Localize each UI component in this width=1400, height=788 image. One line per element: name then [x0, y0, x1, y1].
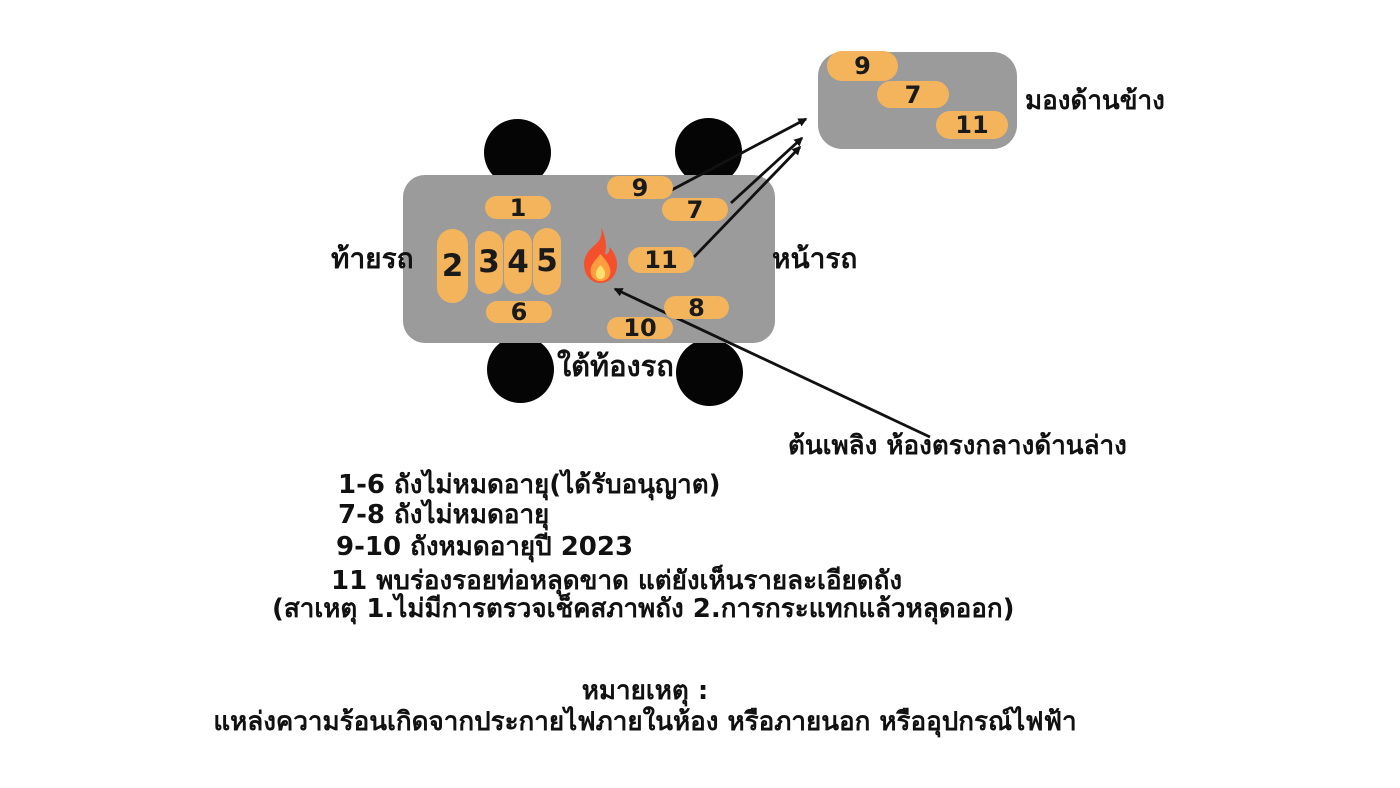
label-front-of-vehicle: หน้ารถ — [772, 242, 858, 275]
wheel-top-left — [484, 119, 551, 186]
note-title: หมายเหตุ : — [581, 676, 709, 706]
legend-line-3: 9-10 ถังหมดอายุปี 2023 — [336, 532, 634, 562]
tank-10: 10 — [607, 316, 673, 340]
label-rear-of-vehicle: ท้ายรถ — [331, 242, 414, 275]
legend-line-2: 7-8 ถังไม่หมดอายุ — [338, 500, 550, 530]
wheel-bottom-right — [676, 339, 743, 406]
sideview-tank-7: 7 — [877, 81, 949, 108]
tank-1: 1 — [485, 196, 551, 220]
wheel-bottom-left — [487, 336, 554, 403]
sideview-tank-9: 9 — [827, 51, 898, 81]
tank-4: 4 — [504, 230, 532, 294]
label-under-vehicle: ใต้ท้องรถ — [557, 349, 674, 383]
tank-6: 6 — [486, 300, 552, 324]
sideview-tank-11: 11 — [936, 111, 1008, 139]
fire-icon — [584, 227, 617, 283]
tank-3: 3 — [475, 231, 503, 294]
tank-7: 7 — [662, 198, 728, 222]
tank-8: 8 — [664, 296, 729, 320]
label-fire-origin: ต้นเพลิง ห้องตรงกลางด้านล่าง — [788, 431, 1127, 461]
tank-2: 2 — [437, 229, 468, 303]
legend-line-1: 1-6 ถังไม่หมดอายุ(ได้รับอนุญาต) — [338, 470, 721, 500]
note-block: หมายเหตุ : แหล่งความร้อนเกิดจากประกายไฟภ… — [0, 676, 1290, 737]
tank-5: 5 — [533, 228, 561, 295]
legend-line-5: (สาเหตุ 1.ไม่มีการตรวจเช็คสภาพถัง 2.การก… — [272, 594, 1015, 624]
tank-9: 9 — [607, 176, 673, 200]
legend-line-4: 11 พบร่องรอยท่อหลุดขาด แต่ยังเห็นรายละเอ… — [331, 566, 903, 596]
note-body: แหล่งความร้อนเกิดจากประกายไฟภายในห้อง หร… — [213, 706, 1077, 737]
label-side-view: มองด้านข้าง — [1025, 86, 1165, 116]
tank-11: 11 — [628, 247, 694, 273]
